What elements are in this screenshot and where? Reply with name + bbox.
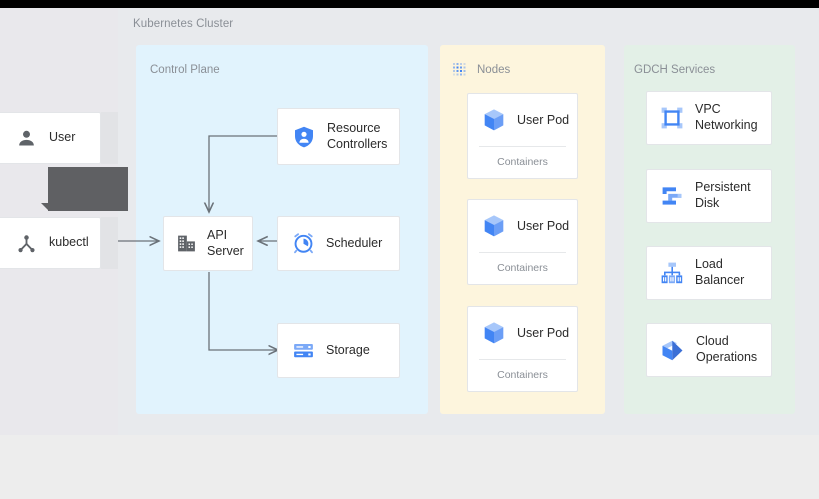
service-label-cloud-operations: Cloud Operations (696, 334, 758, 364)
component-label-api-server: API Server (207, 227, 244, 258)
pod-label: User Pod (517, 113, 570, 127)
alarm-clock-icon (292, 232, 315, 255)
cloud-operations-icon (660, 338, 685, 363)
component-label-storage: Storage (326, 342, 370, 357)
tooltip-box (48, 167, 128, 211)
pod-card[interactable]: User Pod Containers (467, 199, 578, 285)
component-card-api-server[interactable]: API Server (163, 216, 253, 271)
service-card-persistent-disk[interactable]: Persistent Disk (646, 169, 772, 223)
service-card-cloud-operations[interactable]: Cloud Operations (646, 323, 772, 377)
nodes-title: Nodes (477, 63, 511, 76)
pod-label: User Pod (517, 219, 570, 233)
user-card-shadow (101, 112, 118, 164)
service-label-vpc-networking: VPC Networking (695, 102, 758, 132)
pod-divider (479, 252, 566, 253)
dotted-grid-icon (452, 62, 467, 77)
pod-card[interactable]: User Pod Containers (467, 306, 578, 392)
pod-card[interactable]: User Pod Containers (467, 93, 578, 179)
tooltip-pointer (41, 203, 49, 211)
persistent-disk-icon (660, 184, 684, 208)
pod-divider (479, 146, 566, 147)
pod-sublabel: Containers (497, 262, 548, 274)
component-card-scheduler[interactable]: Scheduler (277, 216, 400, 271)
service-label-load-balancer: Load Balancer (695, 257, 745, 287)
pod-label: User Pod (517, 326, 570, 340)
shield-person-icon (292, 125, 316, 149)
service-label-persistent-disk: Persistent Disk (695, 180, 751, 210)
connection-arrows (104, 135, 281, 390)
top-black-bar (0, 0, 819, 8)
actor-card-user[interactable]: User (0, 112, 101, 164)
kubectl-card-shadow (101, 217, 118, 269)
person-icon (16, 128, 37, 149)
actor-label-kubectl: kubectl (49, 235, 89, 250)
cube-icon (481, 213, 507, 239)
cube-icon (481, 320, 507, 346)
actor-label-user: User (49, 130, 76, 145)
load-balancer-icon (660, 261, 684, 285)
pod-sublabel: Containers (497, 369, 548, 381)
server-rack-icon (292, 339, 315, 362)
cube-icon (481, 107, 507, 133)
hierarchy-icon (16, 233, 37, 254)
vpc-network-icon (660, 106, 684, 130)
component-label-resource-controllers: Resource Controllers (327, 120, 388, 151)
pod-sublabel: Containers (497, 156, 548, 168)
gdch-services-title: GDCH Services (634, 64, 716, 76)
component-card-resource-controllers[interactable]: Resource Controllers (277, 108, 400, 165)
component-label-scheduler: Scheduler (326, 235, 383, 250)
cluster-title: Kubernetes Cluster (133, 18, 234, 30)
pod-divider (479, 359, 566, 360)
service-card-load-balancer[interactable]: Load Balancer (646, 246, 772, 300)
component-card-storage[interactable]: Storage (277, 323, 400, 378)
control-plane-title: Control Plane (150, 64, 220, 76)
nodes-header: Nodes (452, 62, 510, 77)
actor-card-kubectl[interactable]: kubectl (0, 217, 101, 269)
service-card-vpc-networking[interactable]: VPC Networking (646, 91, 772, 145)
building-icon (176, 233, 197, 254)
